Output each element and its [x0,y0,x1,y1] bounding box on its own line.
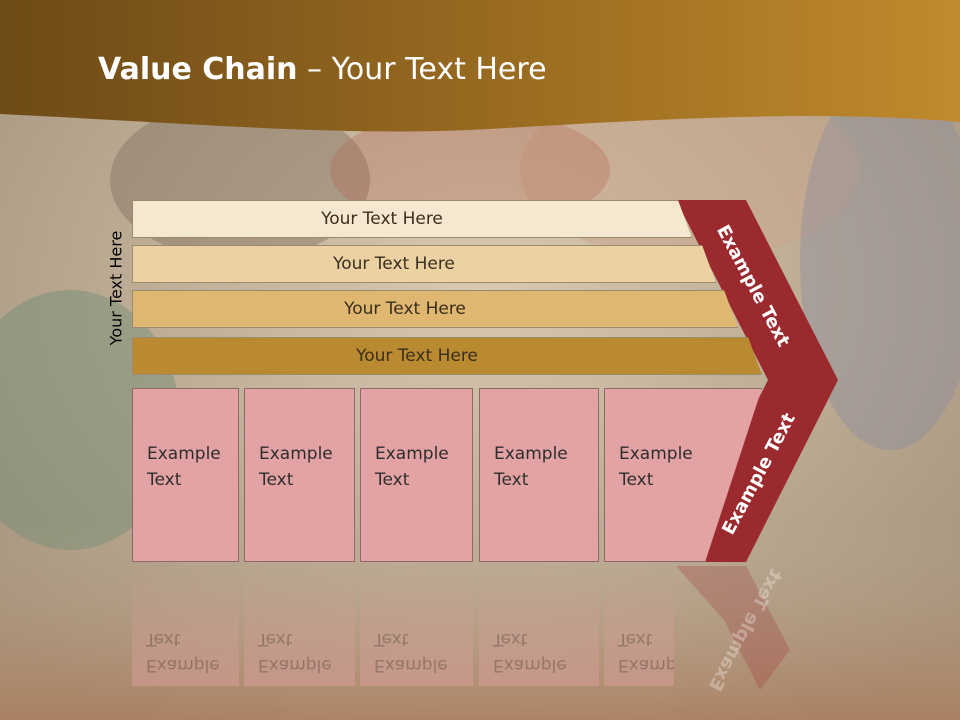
reflection-text: Example [374,655,448,675]
value-bar-label: Your Text Here [333,254,455,274]
activity-box-text: Example [147,444,221,464]
page-title: Value Chain – Your Text Here [98,52,547,87]
activity-box-reflection: Example Text [479,566,599,686]
reflection-text: Example [618,655,674,675]
activity-box-text: Example [494,444,568,464]
activity-box-text: Example [375,444,449,464]
activity-box-text: Text [147,470,182,490]
reflection-text: Text [493,629,528,649]
activity-box-reflection: Example Text [360,566,473,686]
reflection-text: Example [493,655,567,675]
activity-box-text: Text [619,470,654,490]
side-label: Your Text Here [106,230,126,346]
activity-box-text: Text [375,470,410,490]
reflection-text: Text [146,629,181,649]
figure-blob [800,70,960,450]
activity-box-text: Text [494,470,529,490]
activity-box-reflection: Example Text [244,566,355,686]
value-bar-2: Your Text Here [132,245,716,283]
value-bar-1: Your Text Here [132,200,692,238]
value-bar-label: Your Text Here [344,299,466,319]
value-bar-label: Your Text Here [356,346,478,366]
chevron-reflection [676,566,790,690]
chevron-shape [676,200,838,562]
value-bar-label: Your Text Here [321,209,443,229]
activity-box-text: Example [259,444,333,464]
reflection-text: Text [374,629,409,649]
reflection-text: Text [618,629,653,649]
activity-box-reflection: Example Text [132,566,239,686]
value-bar-4: Your Text Here [132,337,762,375]
reflection-text: Example [146,655,220,675]
activity-box-text: Example [619,444,693,464]
activity-box-reflection: Example Text [604,566,674,686]
reflection-text: Text [258,629,293,649]
reflection-text: Example [258,655,332,675]
activity-box-text: Text [259,470,294,490]
value-bar-3: Your Text Here [132,290,738,328]
header-band [0,0,960,132]
